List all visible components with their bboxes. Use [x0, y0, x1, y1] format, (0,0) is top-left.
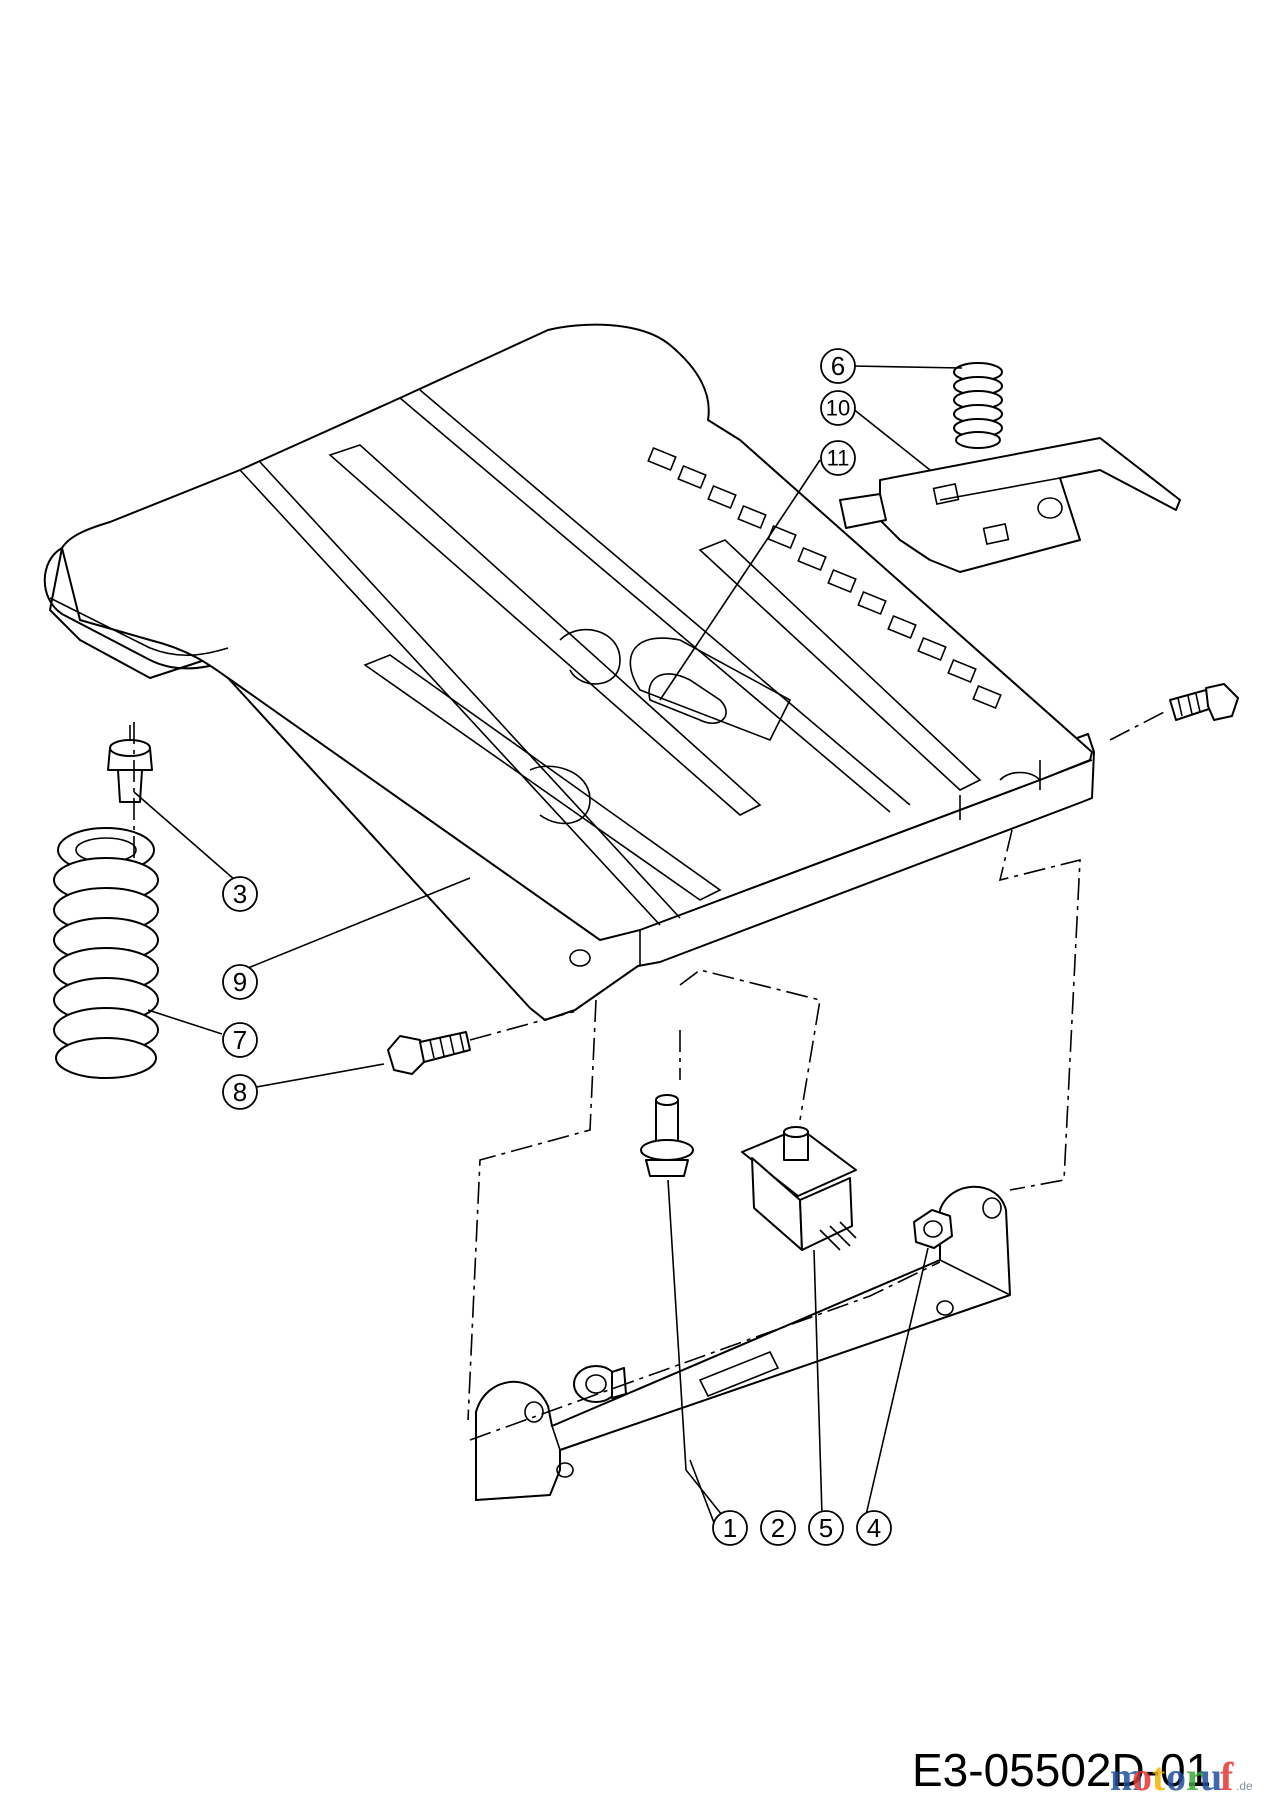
callout-label-1: 1: [723, 1513, 737, 1543]
seat-pan: [43, 323, 1095, 1021]
bushing: [573, 1365, 627, 1403]
watermark-suffix: .de: [1236, 1779, 1253, 1793]
callout-label-7: 7: [233, 1025, 247, 1055]
callout-11: 11: [820, 440, 856, 476]
callout-label-3: 3: [233, 879, 247, 909]
small-spring: [953, 362, 1003, 449]
shoulder-stud: [640, 1094, 694, 1177]
watermark-letter: m: [1110, 1754, 1143, 1799]
callout-7: 7: [222, 1022, 258, 1058]
watermark-logo: m o t o r u f .de: [1110, 1754, 1253, 1799]
callout-label-10: 10: [826, 396, 850, 421]
callout-10: 10: [820, 390, 856, 426]
adjustment-slots: [647, 446, 1002, 710]
callout-4: 4: [856, 1510, 892, 1546]
callout-1: 1: [712, 1510, 748, 1546]
watermark-letter: o: [1132, 1754, 1152, 1799]
callout-label-9: 9: [233, 967, 247, 997]
hex-bolt-left: [387, 1031, 471, 1075]
coil-spring: [53, 827, 159, 1079]
assembly-lines: [133, 709, 1169, 1441]
lock-nut: [913, 1209, 953, 1249]
watermark-letter: t: [1152, 1754, 1166, 1799]
shoulder-bolt: [107, 725, 153, 803]
callout-label-8: 8: [233, 1077, 247, 1107]
callout-label-5: 5: [819, 1513, 833, 1543]
watermark-letter: o: [1166, 1754, 1186, 1799]
callout-8: 8: [222, 1074, 258, 1110]
callout-label-6: 6: [831, 351, 845, 381]
callout-5: 5: [808, 1510, 844, 1546]
callout-6: 6: [820, 348, 856, 384]
latch-plate: [839, 437, 1181, 573]
hex-bolt-right: [1169, 683, 1239, 721]
seat-bracket: [475, 1185, 1011, 1501]
callout-label-4: 4: [867, 1513, 881, 1543]
watermark-letter: u: [1200, 1754, 1222, 1799]
leader-lines: [133, 365, 963, 1529]
callout-2: 2: [760, 1510, 796, 1546]
drawing-code: E3-05502D-01: [912, 1744, 1211, 1796]
callout-label-2: 2: [771, 1513, 785, 1543]
safety-switch: [741, 1126, 857, 1251]
watermark-letter: f: [1220, 1754, 1234, 1799]
callout-9: 9: [222, 964, 258, 1000]
watermark-letter: r: [1186, 1754, 1204, 1799]
callout-3: 3: [222, 876, 258, 912]
callout-label-11: 11: [827, 446, 850, 471]
